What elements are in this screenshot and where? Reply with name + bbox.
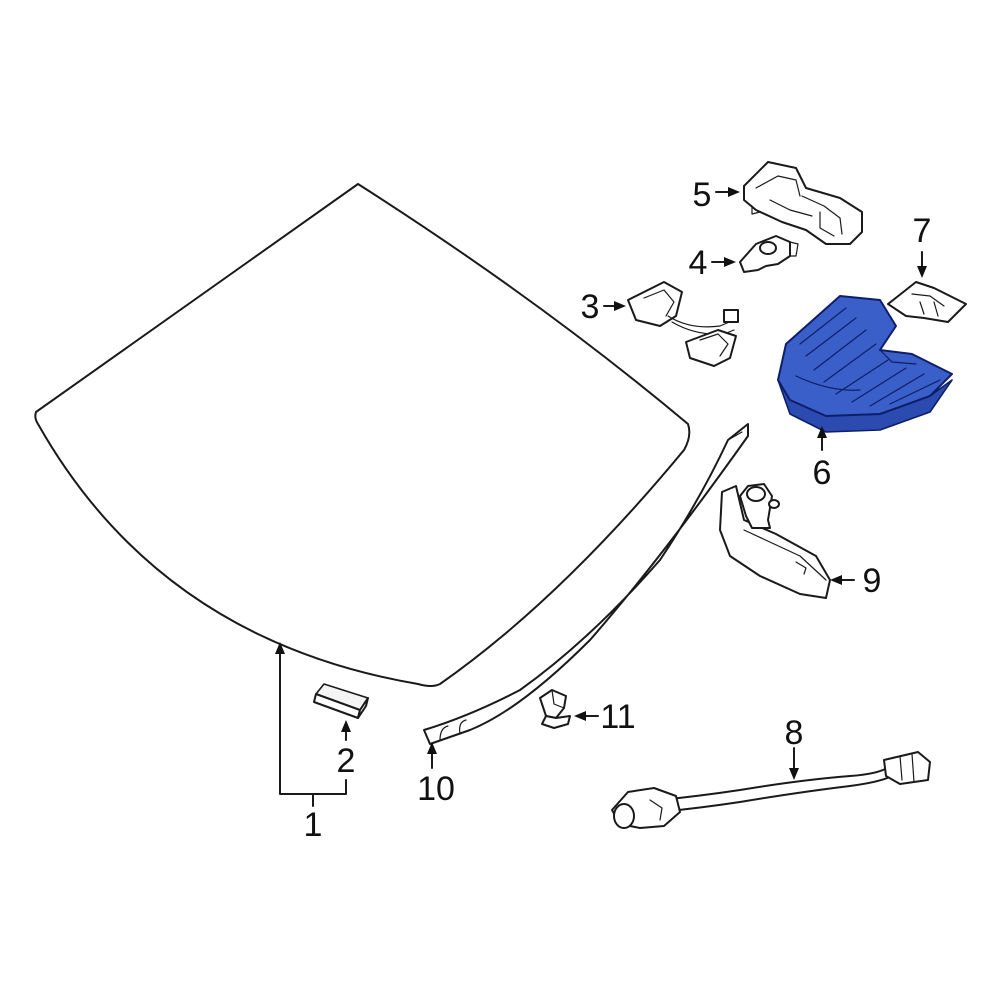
pad-part[interactable] (313, 683, 369, 719)
retainer-clip[interactable] (539, 689, 571, 729)
callout-9: 9 (863, 562, 882, 600)
callout-2: 2 (337, 742, 356, 780)
callout-labels: 1 2 3 4 5 6 7 8 9 10 11 (304, 176, 932, 844)
camera-bracket-part[interactable] (743, 161, 863, 245)
callout-6: 6 (813, 454, 832, 492)
callout-4: 4 (689, 244, 708, 282)
callout-8: 8 (785, 714, 804, 752)
wire-harness-part[interactable] (611, 751, 931, 829)
callout-11: 11 (600, 698, 635, 736)
callout-10: 10 (417, 770, 455, 808)
molding-strip[interactable] (423, 423, 749, 745)
bracket-part[interactable] (739, 235, 799, 273)
callout-1: 1 (304, 806, 323, 844)
callout-3: 3 (581, 288, 600, 326)
cover-part-highlighted[interactable] (777, 295, 953, 433)
mirror-cover-part[interactable] (719, 483, 831, 599)
sensor-part[interactable] (627, 281, 739, 367)
callout-7: 7 (913, 212, 932, 250)
windshield-glass[interactable] (34, 183, 691, 687)
callout-5: 5 (693, 176, 712, 214)
clip-part[interactable] (887, 281, 967, 323)
leader-lines (275, 187, 927, 807)
